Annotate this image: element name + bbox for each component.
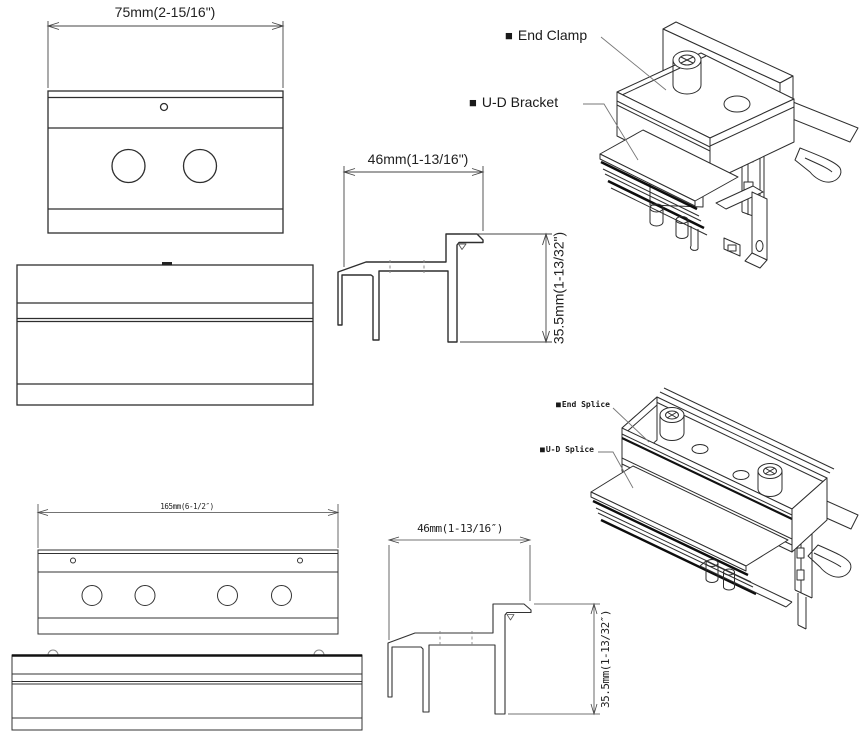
foot-hole <box>755 240 764 252</box>
ud-bracket-plate <box>599 129 739 236</box>
rail-hook <box>794 147 842 183</box>
dim-splice-front-length: 165mm(6-1/2″) <box>160 502 214 511</box>
dim-clamp-profile-height: 35.5mm(1-13/32") <box>550 231 567 345</box>
dim-clamp-profile-width: 46mm(1-13/16") <box>367 151 469 167</box>
bar-slot-1 <box>691 444 709 454</box>
top-hole <box>723 95 751 113</box>
dim-splice-profile-height: 35.5mm(1-13/32″) <box>599 610 613 708</box>
end-clamp-profile <box>337 233 484 343</box>
screw-bump-right <box>313 649 325 656</box>
pilot-hole-left <box>70 557 76 564</box>
socket-screw-right <box>757 463 783 497</box>
bullet-square-icon: ■ <box>505 27 513 43</box>
label-end-clamp-text: End Clamp <box>517 27 588 43</box>
label-ud-splice: ■ U-D Splice <box>540 445 594 455</box>
dim-46mm-top-lines <box>342 166 485 267</box>
socket-screw-left <box>659 407 685 441</box>
dim-35mm-bottom-lines <box>508 602 600 716</box>
dim-165mm-lines <box>36 504 340 548</box>
bullet-square-icon: ■ <box>556 400 561 410</box>
label-ud-bracket-text: U-D Bracket <box>481 94 559 110</box>
leader-lines <box>583 36 667 489</box>
under-bolts <box>649 203 699 251</box>
label-ud-splice-text: U-D Splice <box>545 445 594 454</box>
pilot-hole-right <box>297 557 303 564</box>
splice-hole-2 <box>134 585 156 606</box>
label-end-splice-text: End Splice <box>561 400 610 409</box>
screw-bump-left <box>47 649 59 656</box>
ud-splice-plate <box>590 465 789 596</box>
end-splice-side-view <box>11 649 363 731</box>
leader-end-clamp <box>600 36 667 91</box>
socket-screw <box>672 50 702 95</box>
bullet-square-icon: ■ <box>469 94 477 110</box>
label-ud-bracket: ■ U-D Bracket <box>469 95 558 110</box>
dim-splice-profile-width: 46mm(1-13/16″) <box>417 522 503 535</box>
bolt-hole-right <box>182 148 218 184</box>
label-end-clamp: ■ End Clamp <box>505 28 587 43</box>
hidden-hole-lines <box>439 631 473 647</box>
dim-clamp-front-width: 75mm(2-15/16") <box>114 4 216 20</box>
end-clamp-front-view <box>47 90 284 234</box>
surface-mark-triangle <box>458 243 467 250</box>
leader-end-splice <box>612 407 650 443</box>
screw-tip-tick <box>162 262 172 266</box>
pilot-hole <box>159 102 169 112</box>
under-parts <box>699 559 793 608</box>
rail-hook <box>807 544 852 578</box>
bolt-hole-left <box>111 148 146 184</box>
dim-75mm-lines <box>46 21 285 88</box>
end-clamp-side-view <box>16 262 314 406</box>
end-splice-isometric <box>590 387 859 630</box>
leader-ud-splice <box>598 451 634 489</box>
end-splice-profile <box>387 603 532 715</box>
end-clamp-isometric <box>599 21 859 269</box>
rail-section <box>794 525 813 630</box>
label-end-splice: ■ End Splice <box>556 400 610 410</box>
splice-bar <box>621 396 828 553</box>
l-foot <box>715 185 768 269</box>
splice-hole-3 <box>217 585 238 606</box>
hidden-hole-lines <box>389 260 425 273</box>
bar-slot-2 <box>732 470 750 480</box>
bullet-square-icon: ■ <box>540 445 545 455</box>
splice-hole-1 <box>81 585 103 606</box>
surface-mark-triangle <box>506 614 515 621</box>
dim-35mm-top-lines <box>460 232 552 344</box>
dim-46mm-bottom-lines <box>387 536 532 640</box>
splice-hole-4 <box>271 585 292 606</box>
leader-ud-bracket <box>583 103 639 161</box>
end-splice-front-view <box>37 549 339 635</box>
